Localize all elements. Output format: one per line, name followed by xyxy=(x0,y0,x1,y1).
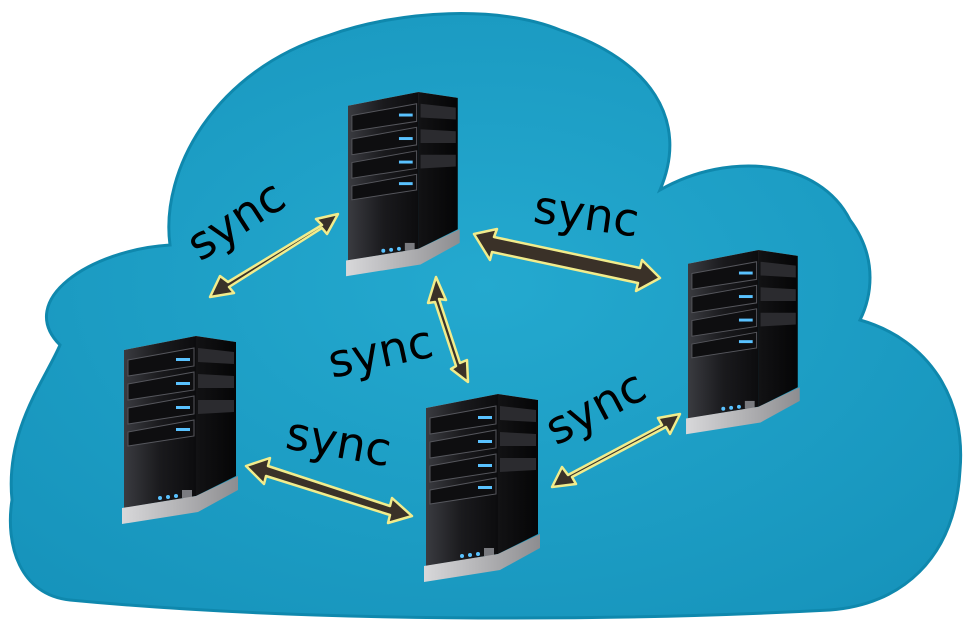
server-center xyxy=(423,393,541,583)
arrow-top-left xyxy=(208,212,340,299)
server-top xyxy=(345,91,461,277)
server-left xyxy=(121,335,239,525)
arrow-top-center xyxy=(426,275,470,384)
arrow-left-center xyxy=(244,456,414,525)
sync-arrows xyxy=(208,212,682,525)
server-right xyxy=(685,249,801,435)
arrow-top-right xyxy=(472,227,662,293)
arrow-center-right xyxy=(550,412,682,489)
